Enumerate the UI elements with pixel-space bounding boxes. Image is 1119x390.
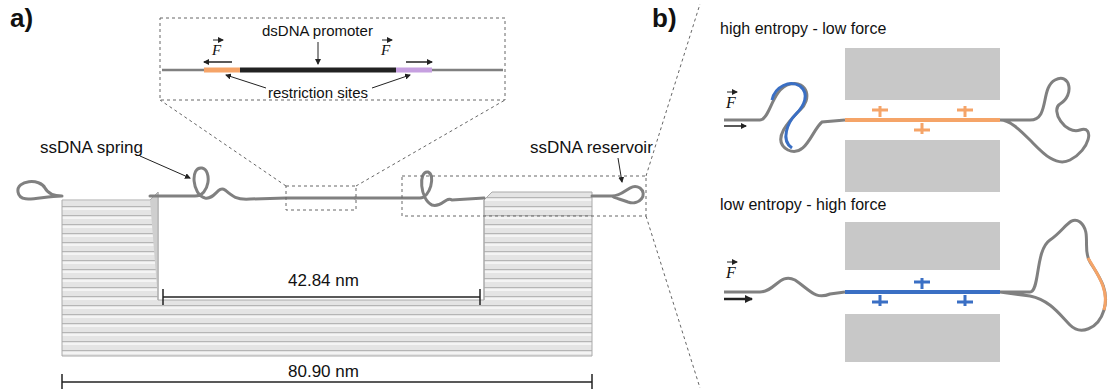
panel-letter: b) xyxy=(652,4,677,34)
force-symbol: F xyxy=(726,264,736,282)
staple-tooth xyxy=(872,106,888,117)
dimension-label: 42.84 nm xyxy=(288,271,359,291)
staple-tooth xyxy=(957,295,973,306)
part-label: restriction sites xyxy=(268,84,368,101)
staple-tooth xyxy=(957,106,973,117)
panel-letter: a) xyxy=(10,4,33,34)
inset-strand xyxy=(140,40,622,182)
pore-top xyxy=(724,48,1089,192)
part-label: dsDNA promoter xyxy=(262,22,373,39)
part-label: ssDNA reservoir xyxy=(530,138,653,158)
condition-label: high entropy - low force xyxy=(720,20,886,38)
force-symbol: F xyxy=(726,94,736,112)
dimension-line xyxy=(163,289,480,305)
staple-tooth xyxy=(914,278,930,289)
pore-bottom xyxy=(724,220,1106,362)
zoom-box xyxy=(160,18,505,210)
force-symbol: F xyxy=(381,42,390,59)
ssdna-strand xyxy=(18,168,643,206)
dna-origami xyxy=(62,192,592,356)
dimension-label: 80.90 nm xyxy=(288,362,359,382)
force-symbol: F xyxy=(212,42,221,59)
part-label: ssDNA spring xyxy=(40,138,143,158)
staple-tooth xyxy=(914,123,930,134)
staple-tooth xyxy=(872,295,888,306)
zoom-box xyxy=(402,4,700,388)
condition-label: low entropy - high force xyxy=(720,196,886,214)
staple-teeth xyxy=(872,106,973,306)
